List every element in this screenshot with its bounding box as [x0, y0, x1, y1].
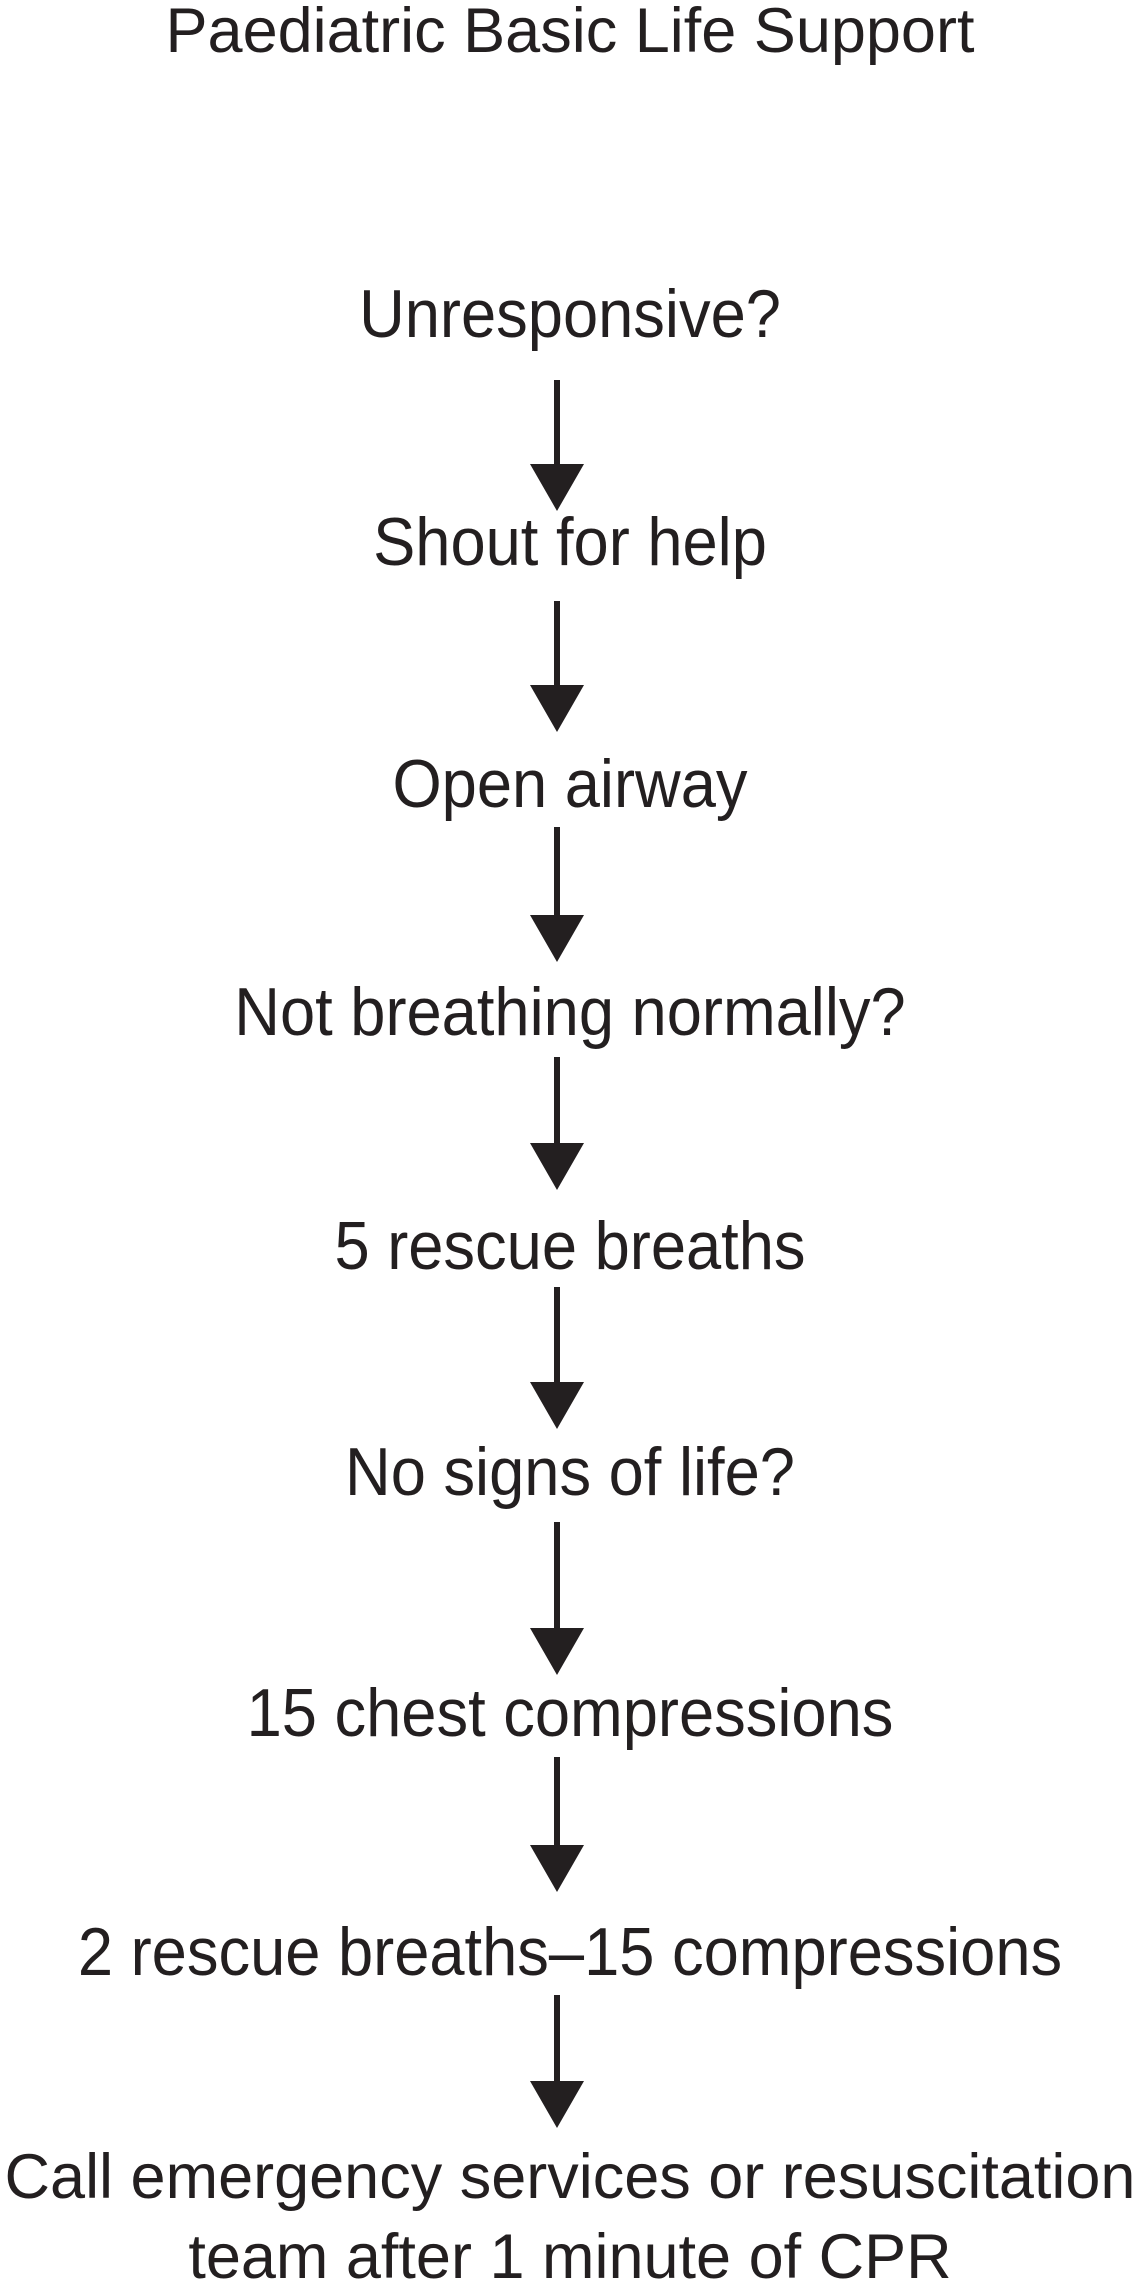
arrow-head — [530, 1143, 584, 1190]
arrow-head — [530, 464, 584, 511]
arrow-shaft — [554, 601, 560, 685]
arrow-shaft — [554, 1995, 560, 2081]
arrow-head — [530, 2081, 584, 2128]
arrow-down-icon — [530, 1995, 584, 2128]
arrow-head — [530, 1382, 584, 1429]
arrow-down-icon — [530, 1287, 584, 1429]
arrow-shaft — [554, 1757, 560, 1845]
flow-step-call-emergency-services: Call emergency services or resuscitation… — [0, 2137, 1140, 2290]
flow-step-no-signs-of-life: No signs of life? — [345, 1434, 795, 1510]
flow-step-fifteen-chest-compressions: 15 chest compressions — [246, 1675, 894, 1751]
arrow-shaft — [554, 827, 560, 915]
arrow-shaft — [554, 1522, 560, 1628]
flow-step-unresponsive: Unresponsive? — [359, 276, 781, 352]
arrow-shaft — [554, 380, 560, 464]
arrow-head — [530, 915, 584, 962]
arrow-down-icon — [530, 1757, 584, 1892]
arrow-down-icon — [530, 1522, 584, 1675]
flow-step-breaths-compressions-ratio: 2 rescue breaths–15 compressions — [77, 1914, 1063, 1990]
flow-step-open-airway: Open airway — [392, 746, 748, 822]
arrow-head — [530, 1628, 584, 1675]
arrow-head — [530, 685, 584, 732]
arrow-down-icon — [530, 1057, 584, 1190]
flow-step-five-rescue-breaths: 5 rescue breaths — [334, 1208, 806, 1284]
arrow-head — [530, 1845, 584, 1892]
flow-step-not-breathing-normally: Not breathing normally? — [234, 974, 906, 1050]
flow-step-line-2: team after 1 minute of CPR — [188, 2222, 952, 2290]
arrow-shaft — [554, 1057, 560, 1143]
flow-step-shout-for-help: Shout for help — [373, 504, 767, 580]
arrow-down-icon — [530, 380, 584, 511]
arrow-down-icon — [530, 827, 584, 962]
arrow-shaft — [554, 1287, 560, 1382]
flow-step-line-1: Call emergency services or resuscitation — [4, 2142, 1136, 2212]
page-title: Paediatric Basic Life Support — [165, 0, 975, 66]
arrow-down-icon — [530, 601, 584, 732]
